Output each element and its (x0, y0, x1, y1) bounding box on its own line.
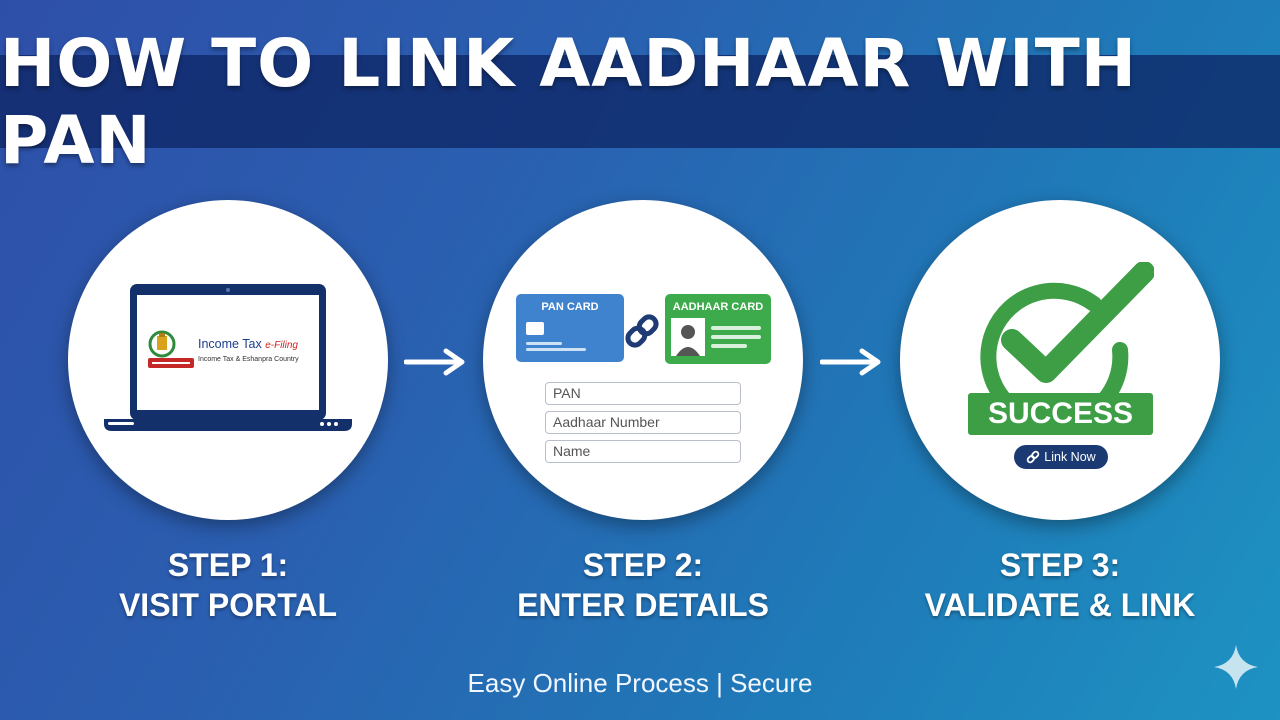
link-icon (1027, 450, 1040, 464)
arrow-right-icon (404, 348, 465, 376)
pan-card-title: PAN CARD (541, 301, 599, 313)
pan-field[interactable]: PAN (545, 382, 741, 405)
step-1-illustration: Income Tax e-Filing Income Tax & Eshanpr… (68, 200, 388, 520)
portal-subtitle: Income Tax & Eshanpra Country (198, 356, 299, 363)
step-1-label: STEP 1: VISIT PORTAL (118, 547, 338, 623)
arrow-right-icon (820, 348, 881, 376)
step-2-label: STEP 2: ENTER DETAILS (517, 547, 769, 623)
link-now-label: Link Now (1044, 450, 1096, 464)
chain-link-icon (625, 314, 659, 348)
name-field[interactable]: Name (545, 440, 741, 463)
page-title: HOW TO LINK AADHAAR WITH PAN (0, 24, 1137, 179)
pan-card: PAN CARD (516, 294, 624, 362)
aadhaar-card: AADHAAR CARD (665, 294, 771, 364)
card-lines-icon (526, 322, 586, 351)
check-circle-icon (980, 262, 1154, 412)
step-3-illustration: SUCCESS Link Now (900, 200, 1220, 520)
success-banner: SUCCESS (968, 393, 1153, 435)
sparkle-icon (1214, 645, 1258, 689)
portal-name: Income Tax e-Filing (198, 337, 298, 351)
footer-tagline: Easy Online Process | Secure (467, 668, 813, 698)
step-3-label: STEP 3: VALIDATE & LINK (924, 547, 1196, 623)
link-now-button[interactable]: Link Now (1014, 445, 1108, 469)
emblem-icon (148, 330, 194, 368)
aadhaar-number-field[interactable]: Aadhaar Number (545, 411, 741, 434)
person-icon (671, 318, 761, 356)
aadhaar-card-title: AADHAAR CARD (672, 301, 764, 313)
title-banner: HOW TO LINK AADHAAR WITH PAN (0, 25, 1280, 179)
step-2-illustration: PAN CARD AADHAAR CARD PAN Aadhaar Number… (483, 200, 803, 520)
laptop-icon (104, 284, 352, 431)
